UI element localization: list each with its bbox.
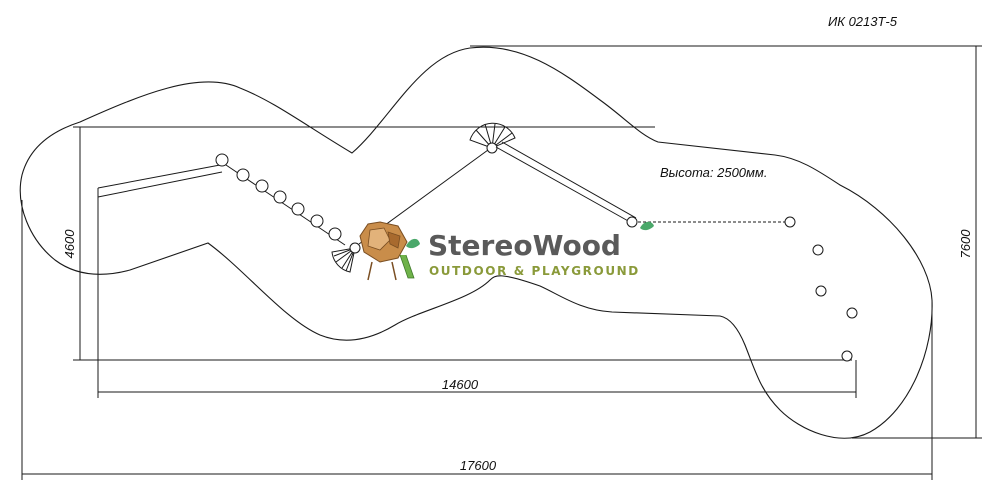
dimension-lines: [21, 45, 982, 480]
drawing-code: ИК 0213Т-5: [828, 14, 898, 29]
dome-icon: [359, 221, 654, 281]
post-1: [215, 153, 229, 167]
post-2: [626, 216, 638, 228]
post-3: [784, 216, 796, 228]
ring-6: [328, 227, 342, 241]
ring-3: [273, 190, 287, 204]
post-7: [841, 350, 853, 362]
post-4: [812, 244, 824, 256]
height-note: Высота: 2500мм.: [660, 165, 767, 180]
dimension-label-outer-width: 7600: [958, 229, 973, 259]
spiral-stair-lower: [331, 242, 361, 273]
plank-ramp: [495, 141, 637, 223]
dimension-label-inner-length: 14600: [442, 377, 479, 392]
brand-tagline: OUTDOOR & PLAYGROUND: [429, 264, 640, 278]
ring-5: [310, 214, 324, 228]
post-5: [815, 285, 827, 297]
safety-zone-outline: [19, 46, 933, 439]
dimension-label-inner-width: 4600: [62, 229, 77, 259]
dimension-label-outer-length: 17600: [460, 458, 497, 473]
brand-name: StereoWood: [428, 229, 621, 262]
ring-4: [291, 202, 305, 216]
ring-1: [236, 168, 250, 182]
equipment-elements: [97, 122, 858, 362]
plank-left: [97, 164, 223, 198]
post-6: [846, 307, 858, 319]
spiral-stair-upper: [469, 122, 516, 154]
ring-2: [255, 179, 269, 193]
brand-logo: StereoWood OUTDOOR & PLAYGROUND: [359, 221, 654, 281]
